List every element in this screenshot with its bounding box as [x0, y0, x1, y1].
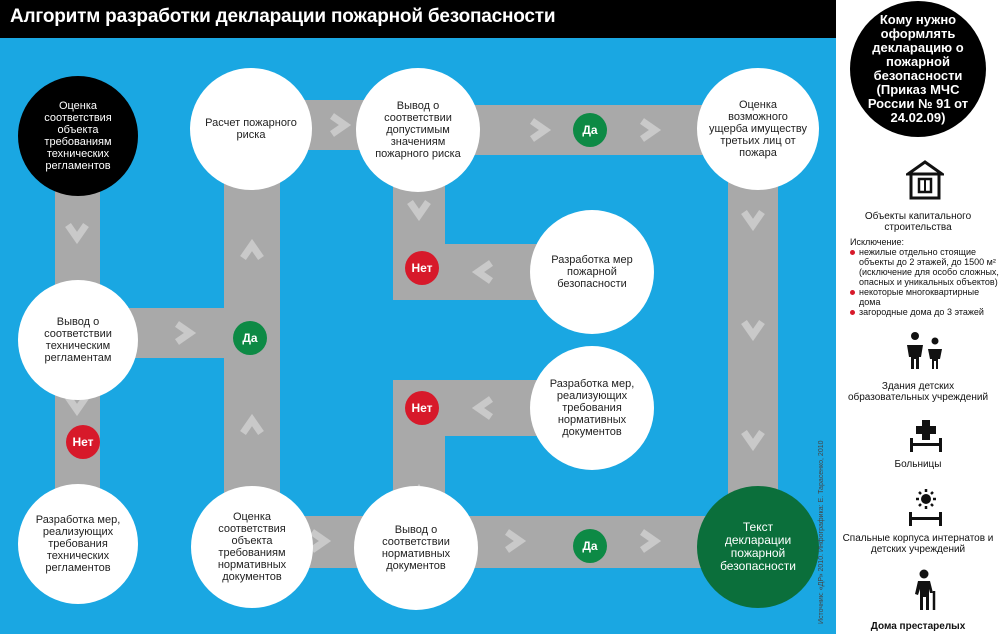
badge-no: Нет	[405, 251, 439, 285]
exception-item: некоторые многоквартирные дома	[850, 287, 1000, 307]
badge-yes: Да	[233, 321, 267, 355]
building-icon	[906, 160, 944, 200]
children-icon	[907, 332, 942, 369]
dormitory-bed-icon	[909, 489, 942, 526]
exception-item: загородные дома до 3 этажей	[850, 307, 1000, 317]
badge-no: Нет	[66, 425, 100, 459]
hospital-bed-icon	[910, 420, 942, 452]
node-fire-risk-calculation: Расчет пожарного риска	[190, 68, 312, 190]
elderly-person-icon	[915, 569, 936, 610]
node-normative-measures: Разработка мер, реализующих требования н…	[530, 346, 654, 470]
exceptions-block: Исключение: нежилые отдельно стоящие объ…	[850, 237, 1000, 317]
label-dormitories: Спальные корпуса интернатов и детских уч…	[842, 533, 994, 555]
exceptions-title: Исключение:	[850, 237, 905, 247]
sidebar-header: Кому нужно оформлять декларацию о пожарн…	[850, 1, 986, 137]
badge-no: Нет	[405, 391, 439, 425]
node-technical-compliance-conclusion: Вывод о соответствии техническим регламе…	[18, 280, 138, 400]
badge-yes: Да	[573, 113, 607, 147]
node-normative-compliance-assessment: Оценка соответствия объекта требованиям …	[191, 486, 313, 608]
node-declaration-text: Текст декларации пожарной безопасности	[697, 486, 819, 608]
sidebar: Кому нужно оформлять декларацию о пожарн…	[836, 0, 1000, 634]
node-technical-measures: Разработка мер, реализующих требования т…	[18, 484, 138, 604]
label-children-institutions: Здания детских образовательных учреждени…	[847, 381, 989, 403]
label-elderly-homes: Дома престарелых	[870, 621, 966, 632]
label-hospitals: Больницы	[894, 459, 942, 470]
diagram-area: Алгоритм разработки декларации пожарной …	[0, 0, 836, 634]
node-fire-risk-conclusion: Вывод о соответствии допустимым значения…	[356, 68, 480, 192]
title-bar: Алгоритм разработки декларации пожарной …	[0, 0, 836, 38]
node-technical-compliance-assessment: Оценка соответствия объекта требованиям …	[18, 76, 138, 196]
diagram-title: Алгоритм разработки декларации пожарной …	[10, 6, 556, 27]
node-damage-assessment: Оценка возможного ущерба имуществу треть…	[697, 68, 819, 190]
label-capital-construction: Объекты капитального строительства	[864, 211, 972, 233]
badge-yes: Да	[573, 529, 607, 563]
node-normative-conclusion: Вывод о соответствии нормативных докумен…	[354, 486, 478, 610]
node-fire-safety-measures: Разработка мер пожарной безопасности	[530, 210, 654, 334]
exception-item: нежилые отдельно стоящие объекты до 2 эт…	[850, 247, 1000, 287]
source-credit: Источник: «ДР» 2010. Инфографика: Е. Тар…	[818, 440, 825, 625]
